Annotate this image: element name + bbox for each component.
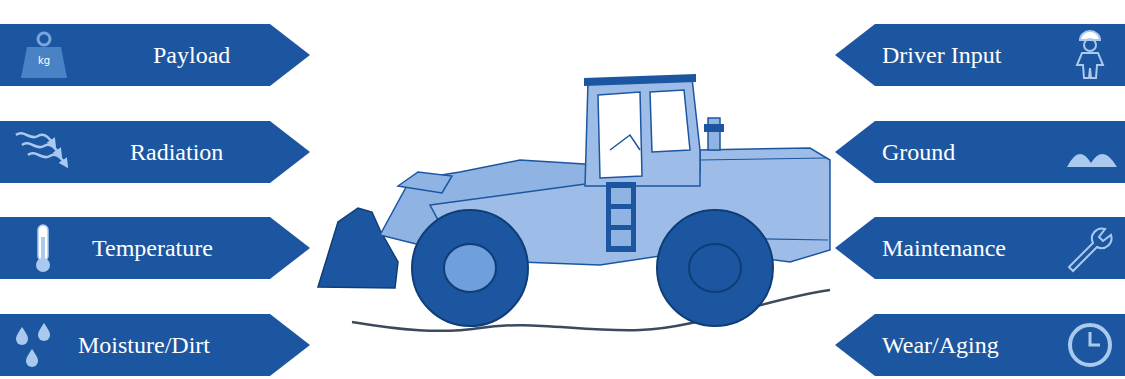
cab	[585, 78, 700, 186]
factor-icon	[36, 225, 50, 272]
front-hub	[444, 244, 496, 292]
factor-label: Wear/Aging	[882, 314, 999, 376]
arrow-fill	[835, 314, 1125, 376]
ladder	[606, 182, 636, 252]
ladder-step	[611, 188, 631, 204]
boom-link	[398, 172, 452, 193]
ladder-step	[611, 209, 631, 225]
arrow-fill	[0, 121, 310, 183]
loader	[318, 74, 830, 331]
factor-arrow-box: Maintenance	[835, 217, 1125, 279]
bucket	[318, 208, 398, 288]
seat	[610, 135, 640, 150]
ladder-step	[611, 230, 631, 246]
factor-label: Radiation	[130, 121, 223, 183]
factor-icon	[1067, 154, 1117, 167]
arrow-shape	[835, 121, 1125, 183]
factor-icon	[16, 323, 50, 367]
arrow-fill	[0, 314, 310, 376]
exhaust-stack	[708, 118, 720, 150]
factor-label: Payload	[153, 24, 230, 86]
factor-label: Maintenance	[882, 217, 1006, 279]
factor-arrow-box: Driver Input	[835, 24, 1125, 86]
factor-label: Moisture/Dirt	[78, 314, 210, 376]
factor-label: Ground	[882, 121, 955, 183]
factor-arrow-box: Ground	[835, 121, 1125, 183]
arrow-fill	[835, 217, 1125, 279]
rear-wheel	[657, 210, 773, 326]
cab-window	[650, 90, 690, 152]
arrow-fill	[835, 24, 1125, 86]
factor-icon	[1069, 229, 1111, 271]
arrow-fill	[0, 24, 310, 86]
cab-roof	[584, 74, 696, 86]
factor-arrow-box: Moisture/Dirt	[0, 314, 310, 376]
rear-hub	[689, 244, 741, 292]
cab-window	[598, 92, 642, 178]
factor-arrow-box: Wear/Aging	[835, 314, 1125, 376]
exhaust-cap	[704, 124, 724, 132]
factor-label: Temperature	[92, 217, 213, 279]
arrow-fill	[0, 217, 310, 279]
factor-label: Driver Input	[882, 24, 1001, 86]
factor-icon	[1070, 325, 1110, 365]
arrow-fill	[835, 121, 1125, 183]
factor-icon	[21, 33, 67, 78]
factor-arrow-box: Temperature	[0, 217, 310, 279]
factor-icon	[16, 133, 66, 165]
unit-label: kg	[38, 55, 50, 66]
factor-arrow-box: Radiation	[0, 121, 310, 183]
factor-icon	[1077, 31, 1103, 78]
front-wheel	[412, 210, 528, 326]
